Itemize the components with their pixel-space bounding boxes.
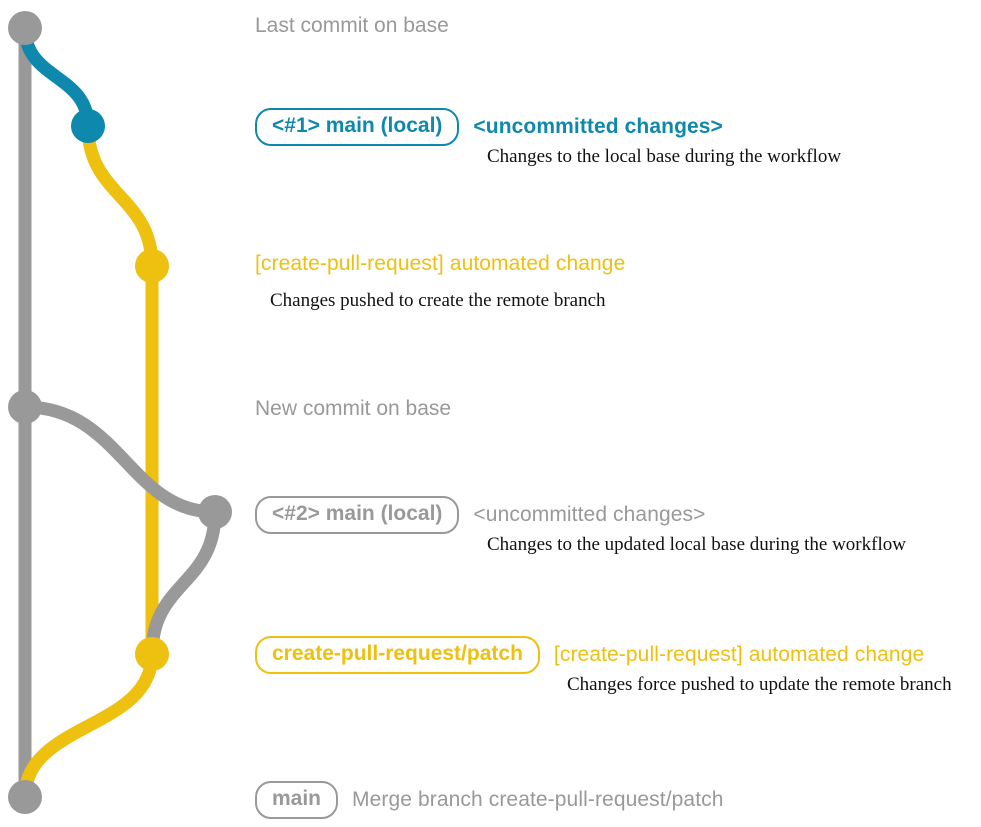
commit-note-patch-commit-1: Changes pushed to create the remote bran…: [270, 290, 606, 311]
commit-subject-patch-commit-1: [create-pull-request] automated change: [255, 252, 626, 275]
commit-node-local-1: [71, 109, 105, 143]
commit-node-base-2: [8, 390, 42, 424]
commit-note-local-commit-2: Changes to the updated local base during…: [487, 534, 906, 555]
ref-badge-main[interactable]: main: [255, 781, 339, 820]
commit-row-local-commit-1: <#1> main (local) <uncommitted changes>: [255, 108, 723, 147]
commit-row-patch-commit-2: create-pull-request/patch [create-pull-r…: [255, 636, 925, 675]
commit-node-patch-1: [135, 249, 169, 283]
commit-note-patch-commit-2: Changes force pushed to update the remot…: [567, 674, 952, 695]
edge-base2-to-local2: [18, 400, 222, 519]
ref-badge-main-local-1[interactable]: <#1> main (local): [255, 108, 460, 147]
edge-base1-to-local1: [18, 21, 95, 133]
commit-node-patch-2: [135, 637, 169, 671]
commit-node-base-3: [8, 780, 42, 814]
commit-subject-patch-commit-2: [create-pull-request] automated change: [553, 643, 925, 667]
edge-patch2-to-base3: [18, 647, 159, 804]
ref-badge-create-pull-request-patch[interactable]: create-pull-request/patch: [255, 636, 540, 675]
commit-node-base-1: [8, 11, 42, 45]
commit-nodes: [8, 11, 232, 814]
commit-note-local-commit-1: Changes to the local base during the wor…: [487, 146, 842, 167]
ref-badge-main-local-2[interactable]: <#2> main (local): [255, 496, 460, 535]
commit-subject-merge-commit: Merge branch create-pull-request/patch: [352, 788, 724, 812]
commit-subject-local-commit-2: <uncommitted changes>: [473, 503, 706, 527]
commit-row-local-commit-2: <#2> main (local) <uncommitted changes>: [255, 496, 706, 535]
label-last-commit-on-base: Last commit on base: [255, 14, 449, 37]
commit-node-local-2: [198, 495, 232, 529]
edge-local2-to-patch2: [145, 505, 222, 661]
commit-subject-local-commit-1: <uncommitted changes>: [473, 115, 723, 139]
label-new-commit-on-base: New commit on base: [255, 397, 452, 420]
commit-row-merge-commit: main Merge branch create-pull-request/pa…: [255, 781, 724, 820]
edge-local1-to-patch1: [81, 119, 159, 273]
commit-row-patch-commit-1: [create-pull-request] automated change: [255, 252, 625, 276]
